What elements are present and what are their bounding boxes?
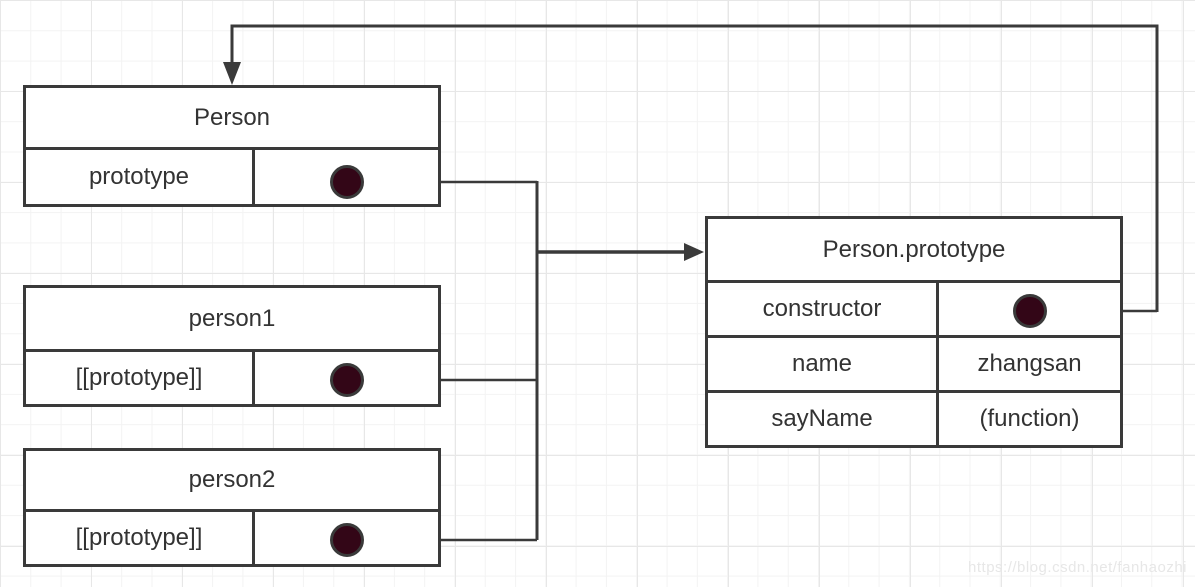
- field-row: [[prototype]]: [26, 352, 438, 404]
- field-label: prototype: [26, 150, 255, 204]
- node-person2: person2 [[prototype]]: [23, 448, 441, 567]
- pointer-dot-icon: [330, 165, 364, 199]
- field-label: [[prototype]]: [26, 352, 255, 404]
- field-row: constructor: [708, 283, 1120, 335]
- pointer-dot-icon: [330, 363, 364, 397]
- arrowhead-to-prototype-icon: [684, 243, 704, 261]
- node-title: Person.prototype: [708, 219, 1120, 283]
- field-value: zhangsan: [977, 350, 1082, 377]
- field-label: constructor: [708, 283, 939, 335]
- pointer-dot-icon: [330, 523, 364, 557]
- node-person1: person1 [[prototype]]: [23, 285, 441, 407]
- node-person: Person prototype: [23, 85, 441, 207]
- field-row: sayName (function): [708, 390, 1120, 445]
- node-person-prototype: Person.prototype constructor name zhangs…: [705, 216, 1123, 448]
- field-label: sayName: [708, 393, 939, 445]
- pointer-dot-icon: [1013, 294, 1047, 328]
- field-row: prototype: [26, 150, 438, 204]
- field-value: (function): [979, 405, 1080, 432]
- node-title: person1: [26, 288, 438, 352]
- field-label: [[prototype]]: [26, 512, 255, 564]
- field-row: [[prototype]]: [26, 512, 438, 564]
- node-title: Person: [26, 88, 438, 150]
- field-label: name: [708, 338, 939, 390]
- arrowhead-to-person-icon: [223, 62, 241, 85]
- field-row: name zhangsan: [708, 335, 1120, 390]
- node-title: person2: [26, 451, 438, 512]
- watermark: https://blog.csdn.net/fanhaozhi: [968, 559, 1187, 576]
